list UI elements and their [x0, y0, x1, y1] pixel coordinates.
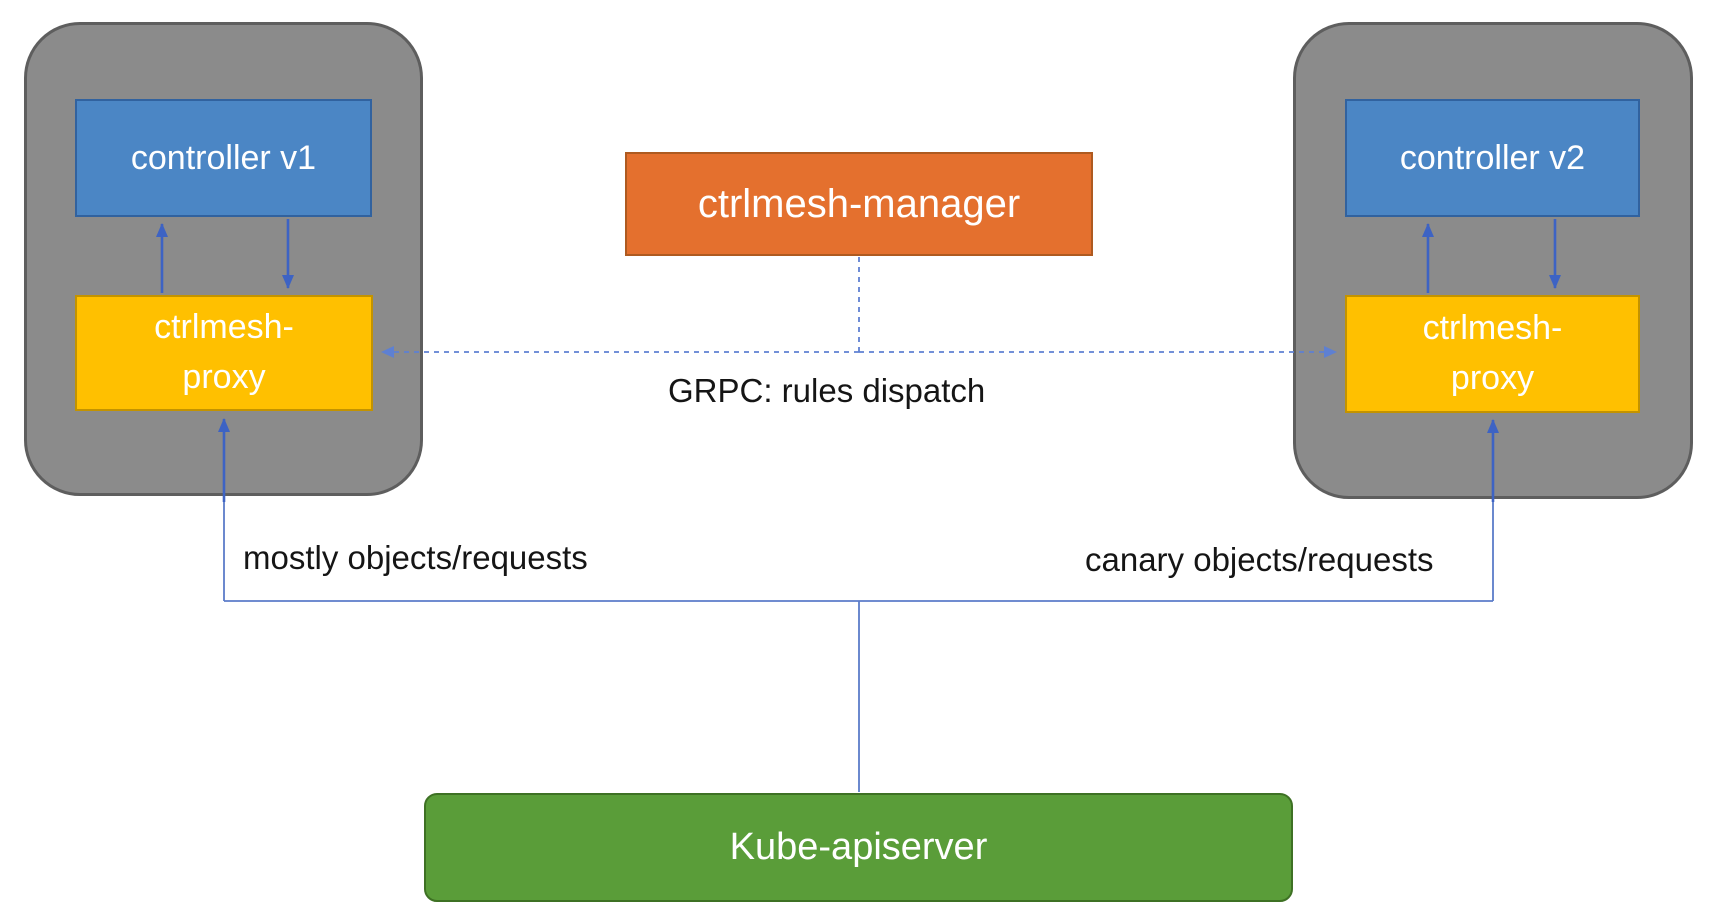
pod-right [1293, 22, 1693, 499]
controller-v2-box: controller v2 [1345, 99, 1640, 217]
kube-apiserver-label: Kube-apiserver [729, 826, 988, 868]
pod-left [24, 22, 423, 496]
controller-v1-label: controller v1 [130, 138, 317, 177]
ctrlmesh-proxy-right-box: ctrlmesh- proxy [1345, 295, 1640, 413]
kube-apiserver-box: Kube-apiserver [424, 793, 1293, 902]
controller-v2-label: controller v2 [1399, 138, 1586, 177]
proxy-right-label-line1: ctrlmesh- [1422, 309, 1563, 348]
proxy-right-label-line2: proxy [1450, 359, 1535, 397]
grpc-rules-dispatch-label: GRPC: rules dispatch [668, 372, 986, 409]
ctrlmesh-manager-box: ctrlmesh-manager [625, 152, 1093, 256]
canary-objects-requests-label: canary objects/requests [1085, 541, 1434, 578]
mostly-objects-requests-label: mostly objects/requests [243, 539, 588, 576]
ctrlmesh-manager-label: ctrlmesh-manager [697, 181, 1021, 226]
ctrlmesh-proxy-left-box: ctrlmesh- proxy [75, 295, 373, 411]
proxy-left-label-line2: proxy [182, 358, 266, 396]
proxy-left-label-line1: ctrlmesh- [154, 308, 294, 347]
controller-v1-box: controller v1 [75, 99, 372, 217]
